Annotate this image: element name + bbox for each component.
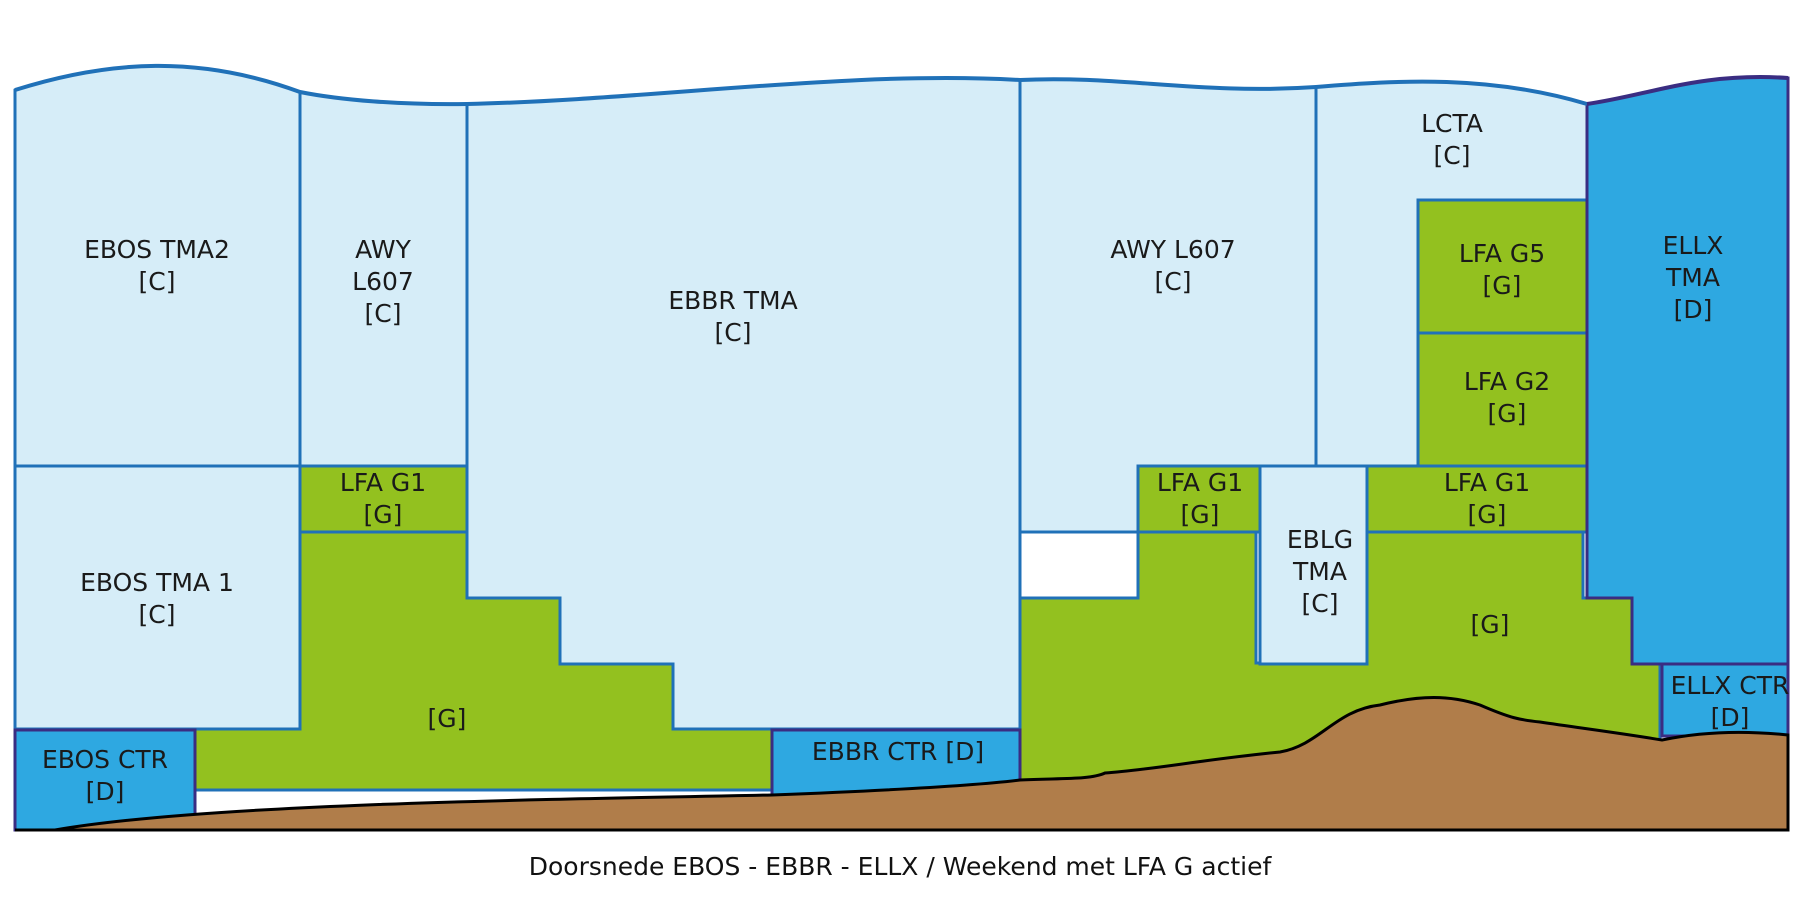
label-eblg-tma: EBLG TMA [C]: [1287, 525, 1353, 618]
label-ebos-tma1: EBOS TMA 1 [C]: [80, 568, 234, 629]
label-awy-l607-west: AWY L607 [C]: [352, 235, 414, 328]
awy-l607-east-zone: [1018, 77, 1318, 534]
label-lfa-g1-west: LFA G1 [G]: [340, 468, 426, 529]
class-g-east-label: [G]: [1471, 610, 1510, 639]
lcta-name: LCTA: [1421, 109, 1483, 138]
label-lfa-g5: LFA G5 [G]: [1459, 239, 1545, 300]
label-lfa-g1-east: LFA G1 [G]: [1444, 468, 1530, 529]
ebos-tma2-class: [C]: [139, 267, 176, 296]
lfa-g5-class: [G]: [1483, 271, 1522, 300]
ebos-tma1-class: [C]: [139, 600, 176, 629]
lfa-g1-east-class: [G]: [1468, 500, 1507, 529]
label-ellx-ctr: ELLX CTR [D]: [1671, 671, 1790, 732]
ellx-tma-line2: TMA: [1665, 263, 1720, 292]
lfa-g1-west-name: LFA G1: [340, 468, 426, 497]
lfa-g1-center-zone: [1136, 464, 1262, 534]
label-lfa-g2: LFA G2 [G]: [1464, 367, 1550, 428]
awy-l607-east-class: [C]: [1155, 267, 1192, 296]
ebos-ctr-name: EBOS CTR: [42, 745, 168, 774]
eblg-tma-class: [C]: [1302, 589, 1339, 618]
lfa-g1-east-name: LFA G1: [1444, 468, 1530, 497]
awy-l607-east-name: AWY L607: [1110, 235, 1235, 264]
ebos-tma2-zone: [13, 64, 302, 468]
label-ebos-tma2: EBOS TMA2 [C]: [84, 235, 230, 296]
ebos-ctr-zone: [13, 728, 197, 832]
ebos-ctr-class: [D]: [86, 777, 125, 806]
ebos-tma1-name: EBOS TMA 1: [80, 568, 234, 597]
upper-limit-line: [14, 63, 1588, 107]
eblg-tma-zone: [1258, 464, 1369, 666]
lfa-g1-west-zone: [298, 464, 469, 534]
awy-l607-west-line1: AWY: [355, 235, 411, 264]
ellx-ctr-class: [D]: [1711, 703, 1750, 732]
lfa-g5-name: LFA G5: [1459, 239, 1545, 268]
ellx-ctr-name: ELLX CTR: [1671, 671, 1790, 700]
label-awy-l607-east: AWY L607 [C]: [1110, 235, 1235, 296]
ebbr-ctr-label: EBBR CTR [D]: [812, 737, 984, 766]
lfa-g1-center-name: LFA G1: [1157, 468, 1243, 497]
class-g-west-label: [G]: [428, 704, 467, 733]
lfa-g2-name: LFA G2: [1464, 367, 1550, 396]
lfa-g1-center-class: [G]: [1181, 500, 1220, 529]
figure-caption: Doorsnede EBOS - EBBR - ELLX / Weekend m…: [529, 852, 1273, 881]
awy-l607-west-class: [C]: [365, 299, 402, 328]
upper-limit-line-ellx: [1586, 75, 1789, 106]
ellx-tma-zone: [1585, 75, 1790, 666]
label-lcta: LCTA [C]: [1421, 109, 1483, 170]
eblg-tma-line2: TMA: [1292, 557, 1347, 586]
ebbr-tma-name: EBBR TMA: [668, 286, 797, 315]
eblg-tma-line1: EBLG: [1287, 525, 1353, 554]
ebos-tma1-zone: [13, 464, 302, 731]
ellx-tma-line1: ELLX: [1663, 231, 1724, 260]
ellx-tma-class: [D]: [1674, 295, 1713, 324]
label-lfa-g1-center: LFA G1 [G]: [1157, 468, 1243, 529]
terrain: [54, 696, 1790, 832]
lfa-g1-west-class: [G]: [364, 500, 403, 529]
label-ebbr-tma: EBBR TMA [C]: [668, 286, 797, 347]
ellx-ctr-zone: [1660, 662, 1790, 738]
lfa-g2-class: [G]: [1488, 399, 1527, 428]
label-ellx-tma: ELLX TMA [D]: [1663, 231, 1724, 324]
awy-l607-west-line2: L607: [352, 267, 414, 296]
lfa-g2-zone: [1416, 331, 1589, 468]
lcta-class: [C]: [1434, 141, 1471, 170]
label-ebos-ctr: EBOS CTR [D]: [42, 745, 168, 806]
ebbr-tma-class: [C]: [715, 318, 752, 347]
ebos-tma2-name: EBOS TMA2: [84, 235, 230, 264]
